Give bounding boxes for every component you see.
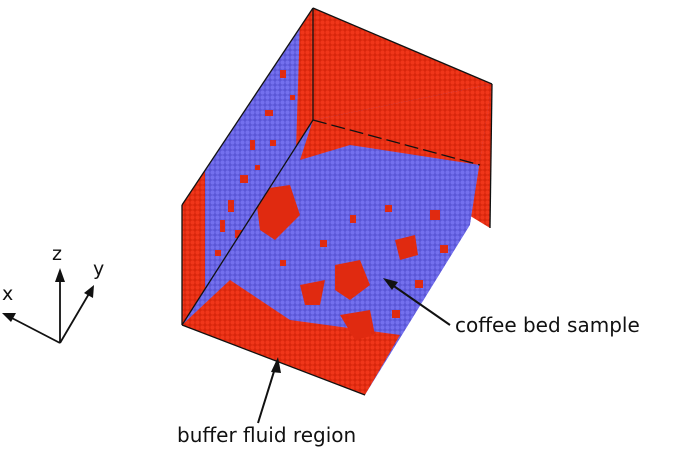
- coffee-bed-arrow: [383, 278, 451, 326]
- buffer-fluid-arrow: [257, 357, 281, 424]
- coffee-bed-label: coffee bed sample: [455, 313, 640, 337]
- axis-triad: [2, 268, 94, 344]
- left-face: [182, 8, 313, 325]
- buffer-fluid-label: buffer fluid region: [177, 423, 357, 447]
- y-axis-label: y: [93, 258, 105, 280]
- box-edges: [181, 7, 493, 396]
- z-axis-label: z: [52, 243, 62, 265]
- x-axis-label: x: [2, 283, 14, 305]
- front-face-coffee-bed: [182, 84, 492, 395]
